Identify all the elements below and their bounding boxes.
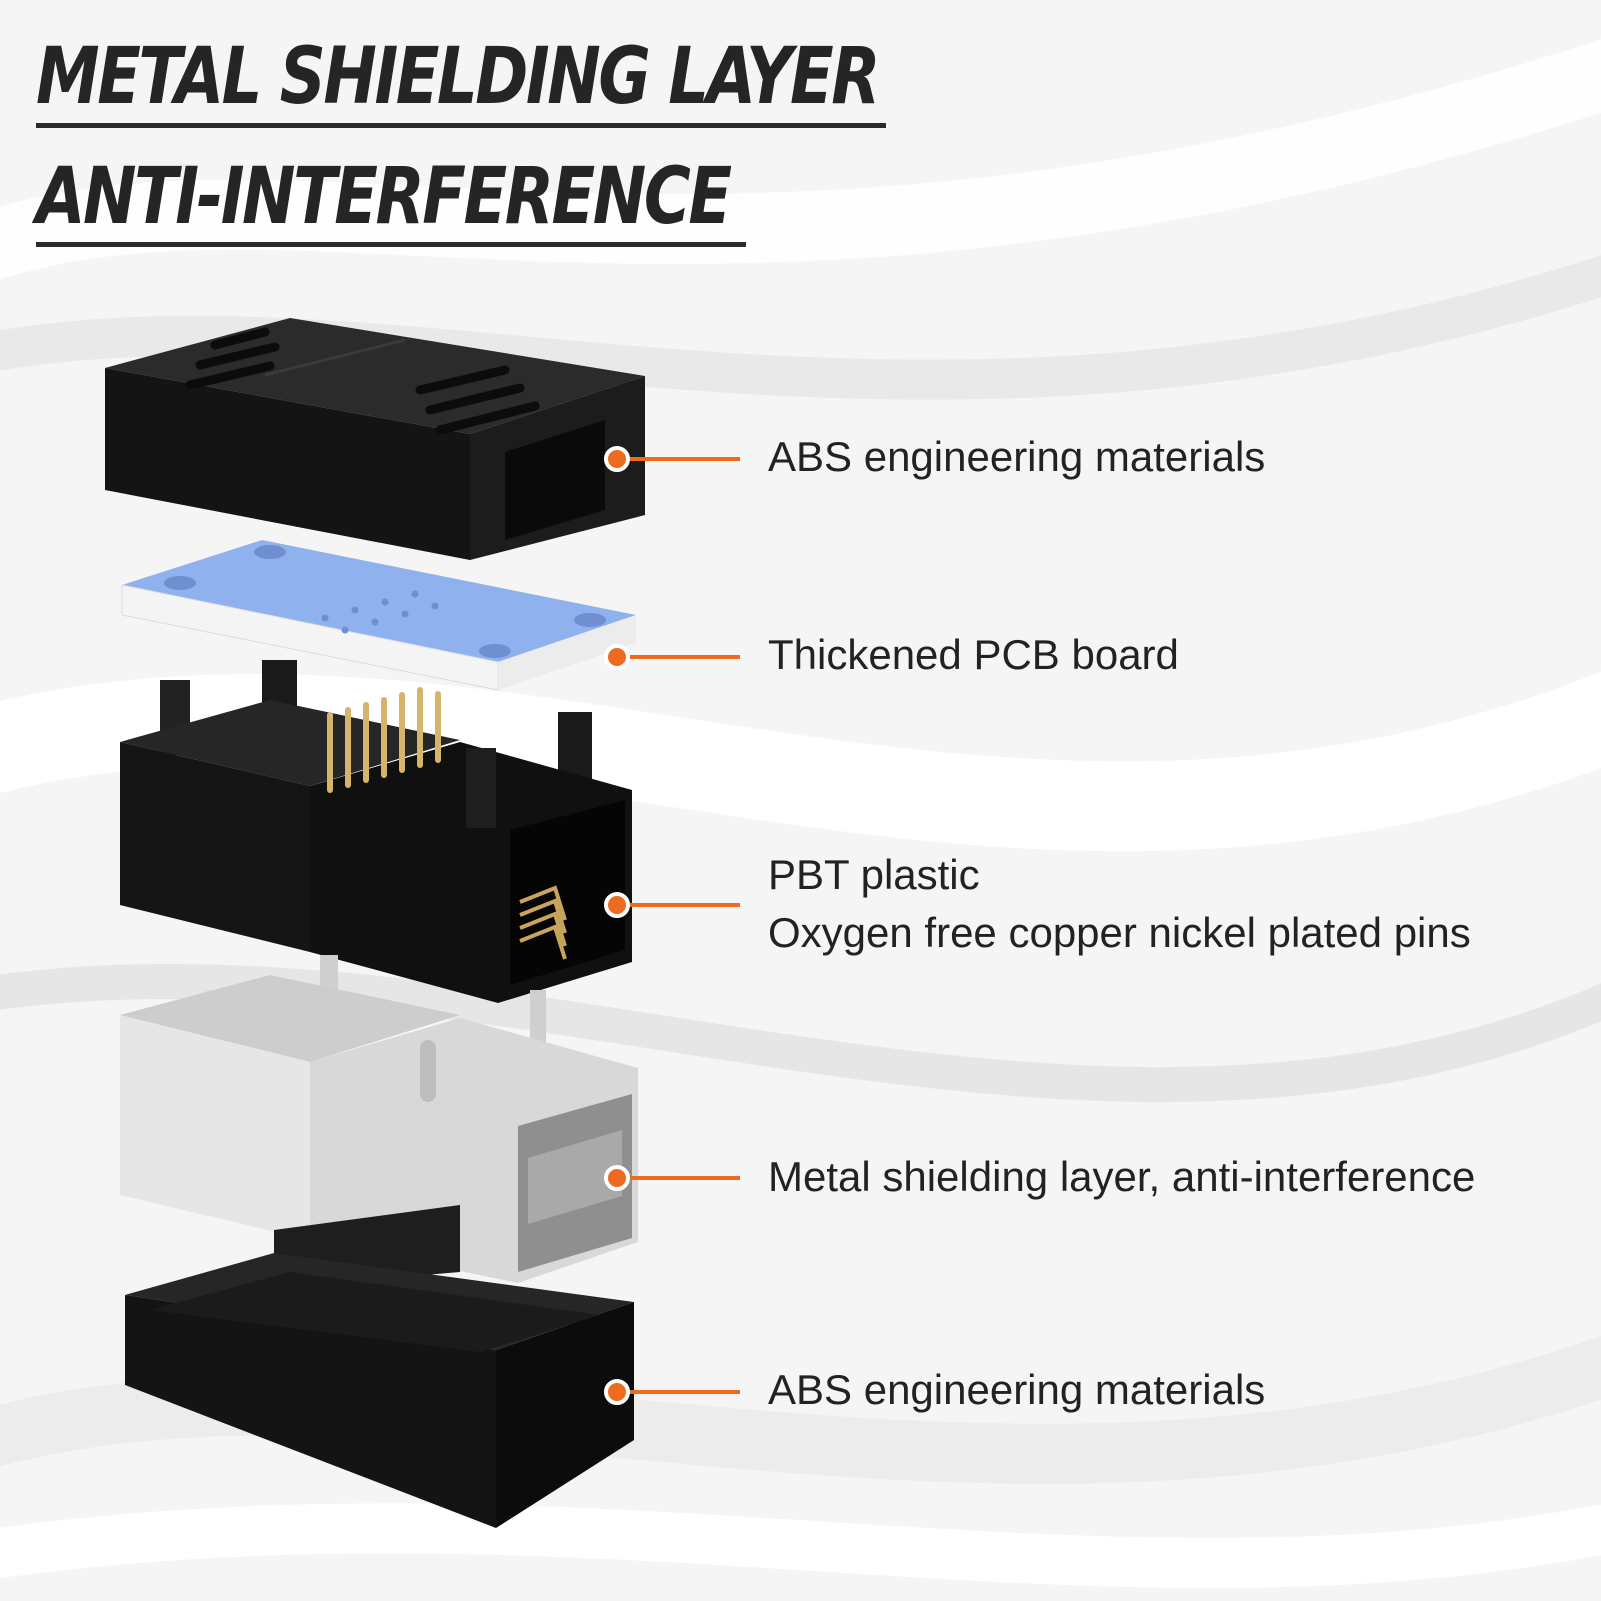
callout-label-pcb: Thickened PCB board bbox=[768, 631, 1179, 678]
metal-shield bbox=[120, 955, 638, 1283]
pbt-plastic-housing bbox=[120, 660, 632, 1003]
pcb-board bbox=[121, 540, 636, 691]
callout-dot-pcb bbox=[604, 644, 630, 670]
bottom-abs-cover bbox=[125, 1205, 634, 1528]
headline-line-2: ANTI-INTERFERENCE bbox=[36, 152, 732, 242]
headline-line-1: METAL SHIELDING LAYER bbox=[36, 32, 881, 122]
callout-label-shield: Metal shielding layer, anti-interference bbox=[768, 1153, 1476, 1200]
callout-leaders bbox=[618, 457, 740, 1394]
headline-underline-2 bbox=[36, 242, 746, 247]
callout-dot-top-cover bbox=[604, 446, 630, 472]
callout-dot-pbt bbox=[604, 892, 630, 918]
callout-dots bbox=[604, 446, 630, 1405]
callout-dot-shield bbox=[604, 1165, 630, 1191]
top-abs-cover bbox=[105, 318, 645, 560]
headline-underline-1 bbox=[36, 123, 886, 128]
callout-label-pbt: PBT plastic bbox=[768, 851, 980, 898]
callout-dot-bottom-cover bbox=[604, 1379, 630, 1405]
callout-label-top-cover: ABS engineering materials bbox=[768, 433, 1266, 480]
callout-label-bottom-cover: ABS engineering materials bbox=[768, 1366, 1266, 1413]
callout-label-pins: Oxygen free copper nickel plated pins bbox=[768, 909, 1471, 956]
